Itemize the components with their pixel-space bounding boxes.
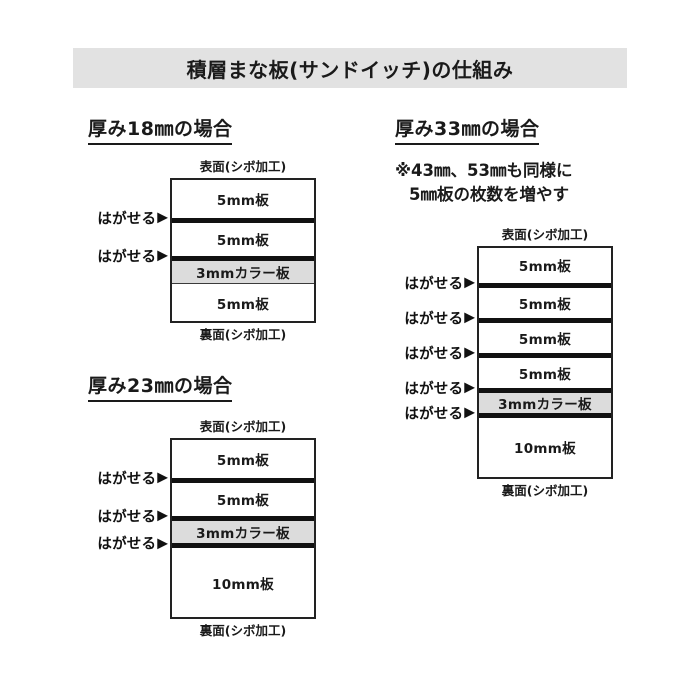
layer-thickness-18-1: 5mm板 xyxy=(172,217,314,256)
peel-arrow-icon: ▶ xyxy=(464,404,475,421)
layer-thickness-23-0: 5mm板 xyxy=(172,439,314,478)
layer-thickness-33-4: 3mmカラー板 xyxy=(479,387,611,413)
peel-label: はがせる xyxy=(97,249,157,266)
layer-label: 5mm板 xyxy=(518,296,572,313)
peel-label: はがせる xyxy=(404,381,464,398)
peel-label: はがせる xyxy=(404,311,464,328)
layer-label: 5mm板 xyxy=(216,296,270,313)
layer-label: 5mm板 xyxy=(216,192,270,209)
peel-arrow-icon: ▶ xyxy=(157,507,168,524)
note-line-1: ※43㎜、53㎜も同様に xyxy=(395,160,573,180)
section-note-33: ※43㎜、53㎜も同様に 5㎜板の枚数を増やす xyxy=(395,159,572,207)
section-heading-18: 厚み18㎜の場合 xyxy=(88,118,233,145)
diagram-thickness-33: 表面(シボ加工) 5mm板 5mm板 5mm板 5mm板 3mmカラー板 10mm板 裏面… xyxy=(404,227,613,498)
section-heading-33: 厚み33㎜の場合 xyxy=(395,118,540,145)
layer-thickness-33-3: 5mm板 xyxy=(479,352,611,388)
peel-label: はがせる xyxy=(404,346,464,363)
peel-callout-thickness-33-2: はがせる▶ xyxy=(404,307,475,328)
peel-label: はがせる xyxy=(404,406,464,423)
peel-arrow-icon: ▶ xyxy=(157,247,168,264)
peel-arrow-icon: ▶ xyxy=(157,535,168,552)
layer-label: 5mm板 xyxy=(518,366,572,383)
layer-label: 3mmカラー板 xyxy=(196,525,290,542)
layer-stack-18: 5mm板 5mm板 3mmカラー板 5mm板 xyxy=(170,177,316,324)
layer-label: 5mm板 xyxy=(216,452,270,469)
peel-arrow-icon: ▶ xyxy=(157,469,168,486)
peel-arrow-icon: ▶ xyxy=(464,309,475,326)
layer-label: 3mmカラー板 xyxy=(498,396,592,413)
layer-thickness-33-0: 5mm板 xyxy=(479,247,611,283)
layer-thickness-18-3: 5mm板 xyxy=(172,283,314,322)
layer-label: 5mm板 xyxy=(216,493,270,510)
peel-callout-thickness-33-4: はがせる▶ xyxy=(404,377,475,398)
layer-thickness-23-1: 5mm板 xyxy=(172,477,314,516)
layer-thickness-33-1: 5mm板 xyxy=(479,282,611,318)
peel-arrow-icon: ▶ xyxy=(157,209,168,226)
diagram-thickness-18: 表面(シボ加工) 5mm板 5mm板 3mmカラー板 5mm板 裏面(シボ加工) はが… xyxy=(97,159,316,343)
section-heading-23: 厚み23㎜の場合 xyxy=(88,375,233,402)
front-face-label-23: 表面(シボ加工) xyxy=(199,419,287,434)
peel-label: はがせる xyxy=(97,211,157,228)
front-face-label-33: 表面(シボ加工) xyxy=(501,227,589,242)
peel-label: はがせる xyxy=(97,536,157,553)
peel-arrow-icon: ▶ xyxy=(464,344,475,361)
peel-arrow-icon: ▶ xyxy=(464,379,475,396)
peel-callout-thickness-23-1: はがせる▶ xyxy=(97,467,168,488)
note-line-2: 5㎜板の枚数を増やす xyxy=(409,184,569,204)
peel-callout-thickness-33-1: はがせる▶ xyxy=(404,272,475,293)
diagram-thickness-23: 表面(シボ加工) 5mm板 5mm板 3mmカラー板 10mm板 裏面(シボ加工) は… xyxy=(97,419,316,639)
layer-label: 10mm板 xyxy=(212,576,274,593)
back-face-label-23: 裏面(シボ加工) xyxy=(199,623,287,639)
peel-label: はがせる xyxy=(97,509,157,526)
title-banner: 積層まな板(サンドイッチ)の仕組み xyxy=(73,48,627,88)
peel-callout-thickness-23-3: はがせる▶ xyxy=(97,533,168,554)
layer-thickness-18-2: 3mmカラー板 xyxy=(172,255,314,284)
layer-label: 10mm板 xyxy=(514,441,576,458)
peel-callout-thickness-23-2: はがせる▶ xyxy=(97,505,168,526)
layer-thickness-33-5: 10mm板 xyxy=(479,412,611,477)
layer-thickness-23-2: 3mmカラー板 xyxy=(172,515,314,544)
section-thickness-23: 厚み23㎜の場合 xyxy=(88,375,233,402)
peel-label: はがせる xyxy=(97,471,157,488)
layer-label: 5mm板 xyxy=(518,331,572,348)
layer-thickness-23-3: 10mm板 xyxy=(172,543,314,618)
front-face-label-18: 表面(シボ加工) xyxy=(199,159,287,174)
back-face-label-18: 裏面(シボ加工) xyxy=(199,327,287,343)
layer-label: 3mmカラー板 xyxy=(196,265,290,282)
peel-callout-thickness-33-5: はがせる▶ xyxy=(404,402,475,423)
peel-arrow-icon: ▶ xyxy=(464,274,475,291)
peel-callout-thickness-18-2: はがせる▶ xyxy=(97,245,168,266)
layer-stack-33: 5mm板 5mm板 5mm板 5mm板 3mmカラー板 10mm板 xyxy=(477,245,613,479)
layer-stack-23: 5mm板 5mm板 3mmカラー板 10mm板 xyxy=(170,437,316,620)
page-title: 積層まな板(サンドイッチ)の仕組み xyxy=(186,57,514,82)
peel-callout-thickness-33-3: はがせる▶ xyxy=(404,342,475,363)
peel-label: はがせる xyxy=(404,276,464,293)
layer-label: 5mm板 xyxy=(216,233,270,250)
layer-label: 5mm板 xyxy=(518,259,572,276)
section-thickness-33: 厚み33㎜の場合 ※43㎜、53㎜も同様に 5㎜板の枚数を増やす xyxy=(395,118,572,207)
back-face-label-33: 裏面(シボ加工) xyxy=(501,482,589,498)
peel-callout-thickness-18-1: はがせる▶ xyxy=(97,207,168,228)
layer-thickness-18-0: 5mm板 xyxy=(172,179,314,218)
section-thickness-18: 厚み18㎜の場合 xyxy=(88,118,233,145)
layer-thickness-33-2: 5mm板 xyxy=(479,317,611,353)
